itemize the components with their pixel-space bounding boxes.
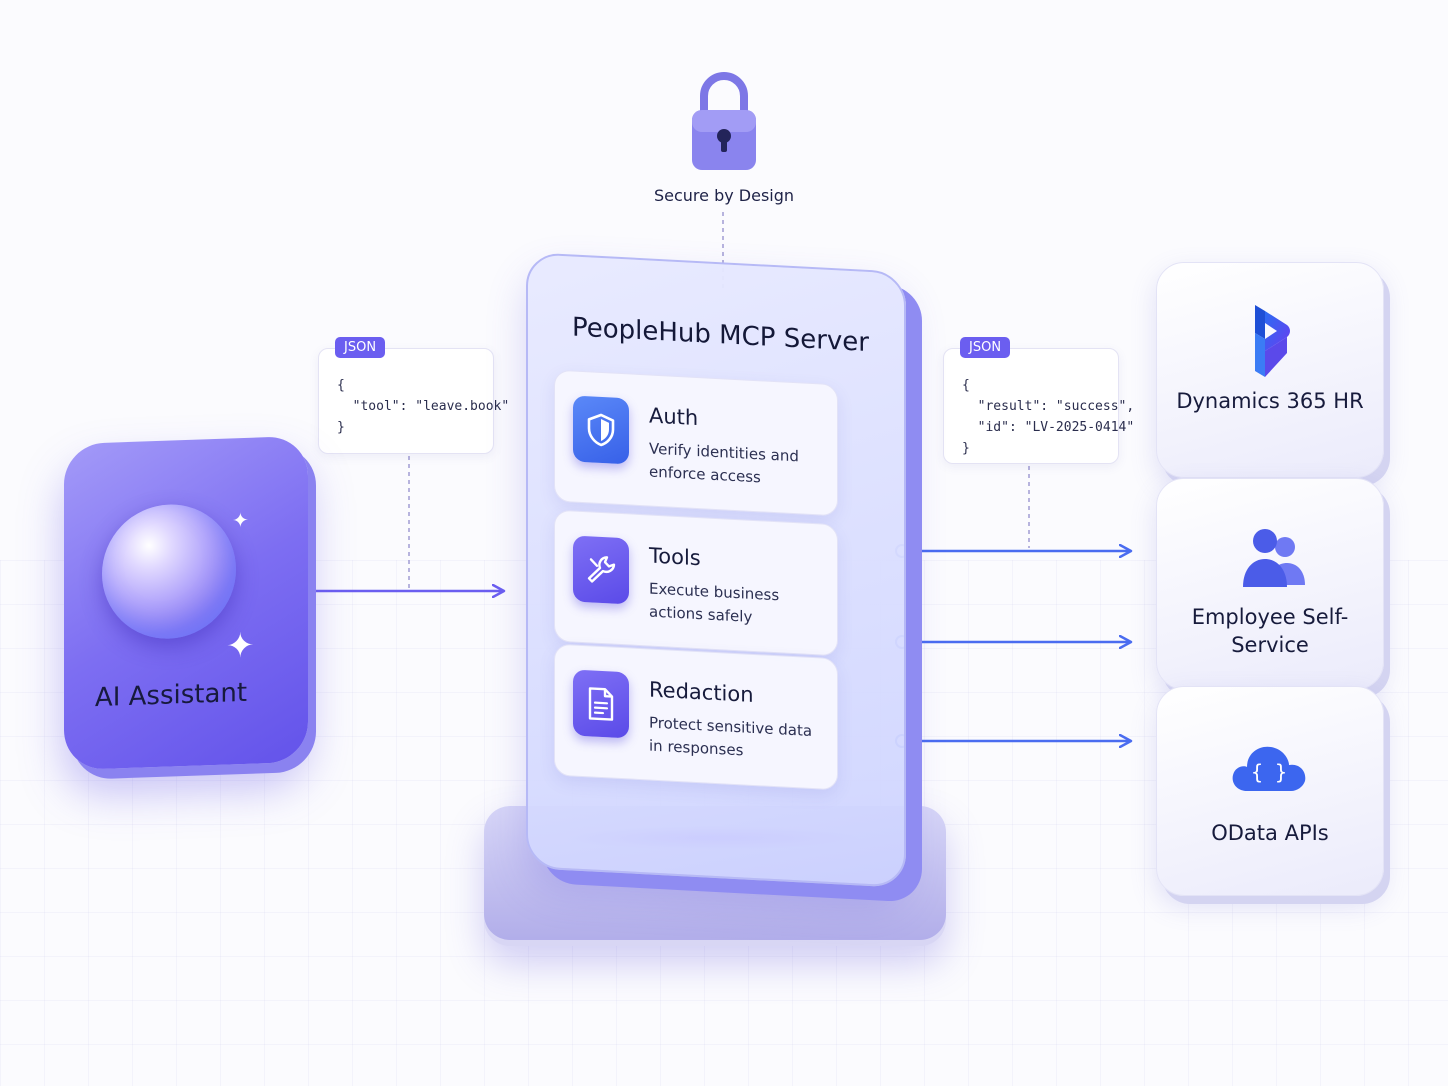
lock-icon — [692, 72, 756, 170]
dynamics-logo — [1255, 305, 1290, 377]
feature-name: Redaction — [649, 677, 754, 707]
feature-description: Verify identities and enforce access — [649, 439, 799, 487]
feature-redaction: Redaction Protect sensitive data in resp… — [554, 643, 838, 791]
response-json-code: { "result": "success", "id": "LV-2025-04… — [962, 378, 1135, 456]
endpoint-label: OData APIs — [1211, 821, 1329, 845]
response-json-card: JSON { "result": "success", "id": "LV-20… — [943, 337, 1135, 464]
feature-name: Tools — [649, 543, 701, 571]
server-title: PeopleHub MCP Server — [572, 312, 869, 359]
feature-name: Auth — [649, 403, 699, 431]
orb-icon — [102, 502, 236, 641]
feature-description: Execute business actions safely — [649, 579, 780, 626]
wrench-icon — [573, 535, 629, 605]
cloud-braces-icon: { } — [1232, 746, 1306, 791]
document-icon — [573, 669, 629, 739]
svg-text:{ }: { } — [1251, 760, 1287, 784]
mcp-server-panel: PeopleHub MCP Server Auth Verify identit… — [526, 252, 906, 888]
feature-description: Protect sensitive data in responses — [649, 713, 813, 760]
endpoint-odata-apis: { } OData APIs — [1156, 686, 1384, 896]
endpoint-label: Employee Self-Service — [1191, 605, 1349, 657]
ai-assistant-label: AI Assistant — [94, 677, 248, 714]
people-icon — [1243, 529, 1305, 587]
feature-auth: Auth Verify identities and enforce acces… — [554, 369, 838, 517]
feature-tools: Tools Execute business actions safely — [554, 509, 838, 657]
endpoint-dynamics-365-hr: Dynamics 365 HR — [1156, 262, 1384, 478]
secure-by-design-label: Secure by Design — [653, 186, 795, 205]
request-json-card: JSON { "tool": "leave.book" } — [318, 337, 510, 454]
sparkle-icon: ✦ — [226, 625, 255, 667]
sparkle-icon: ✦ — [232, 507, 249, 533]
endpoint-employee-self-service: Employee Self-Service — [1156, 478, 1384, 690]
shield-icon — [573, 395, 629, 465]
endpoint-label: Dynamics 365 HR — [1176, 389, 1364, 413]
ai-assistant-block: ✦ ✦ AI Assistant — [64, 435, 308, 771]
request-json-code: { "tool": "leave.book" } — [337, 378, 510, 435]
json-tag: JSON — [960, 337, 1011, 358]
json-tag: JSON — [335, 337, 386, 358]
